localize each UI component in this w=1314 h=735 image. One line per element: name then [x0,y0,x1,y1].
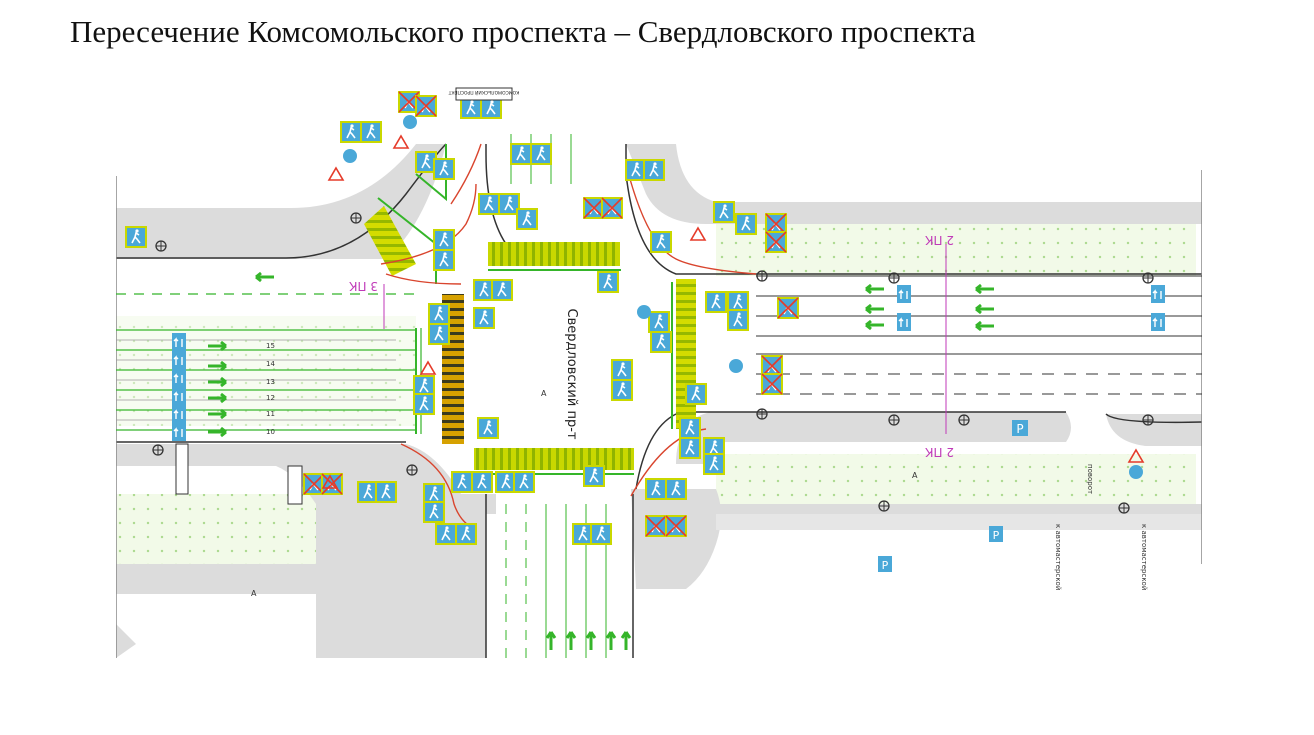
lane-lines-right [756,275,1202,395]
crosswalk-north [488,242,620,266]
side-label-a-2: А [251,589,257,598]
give-way-signs [321,134,1145,489]
lane-direction-sign-icon [1150,284,1166,304]
sidewalk-top-center [626,144,1202,224]
picket-lines [383,244,947,434]
sidewalk-top-left [116,144,446,259]
lane-direction-sign-icon [171,386,187,406]
lane-lines-left [116,293,422,434]
road-edges [116,143,1202,658]
lane-direction-sign-icon [171,332,187,352]
svg-text:14: 14 [266,360,275,368]
green-zone-bottom-left [116,494,316,564]
side-label-auto-1: к автомастерской [1054,524,1062,590]
blue-round-signs [343,115,1143,479]
svg-text:P: P [993,529,1000,542]
street-label-sverdlovsky: Свердловский пр-т [564,309,579,440]
green-zone-top-right [716,218,1196,276]
intersection-map: P P P 3 ПК 2 ПК 2 ПК Свердловский пр-т 1… [116,84,1202,658]
lane-numbers: 15 14 13 12 11 10 [266,342,275,436]
crosswalk-south [474,448,634,470]
picket-label-2-bottom: 2 ПК [925,445,954,459]
svg-text:13: 13 [266,378,275,386]
crosswalk-northwest [364,206,416,276]
svg-text:P: P [882,559,889,572]
svg-text:10: 10 [266,428,275,436]
sidewalk-lower-left [116,564,316,658]
svg-text:P: P [1016,422,1023,436]
side-label-turn: поворот [1086,464,1094,494]
lane-direction-sign-icon [171,422,187,442]
side-label-a-3: А [912,471,918,480]
lane-direction-sign-icon [896,312,912,332]
street-sign-plate-label: КОМСОМОЛЬСКИЙ ПРОСПЕКТ [448,89,519,96]
picket-label-2-top: 2 ПК [925,233,954,247]
lane-lines-left-grey [116,339,396,421]
sidewalk-bottom-center-right [631,489,721,589]
side-label-a-1: А [541,389,547,398]
parking-signs: P P P [878,420,1028,572]
lane-direction-sign-icon [171,404,187,424]
svg-text:11: 11 [266,410,275,418]
lane-direction-sign-icon [896,284,912,304]
svg-text:15: 15 [266,342,275,350]
green-zone-left-strip [116,316,416,426]
page-title: Пересечение Комсомольского проспекта – С… [70,14,976,49]
street-name-plates [175,87,513,505]
sidewalk-bottom-strip [716,514,1202,530]
sidewalk-median-right [676,412,1071,464]
side-label-auto-2: к автомастерской [1140,524,1148,590]
lane-direction-sign-icon [171,350,187,370]
svg-text:12: 12 [266,394,275,402]
lane-direction-sign-icon [1150,312,1166,332]
lane-direction-sign-icon [171,368,187,388]
picket-label-3: 3 ПК [349,279,378,293]
crosswalk-east [676,279,696,429]
lane-sign-group-left [171,332,187,442]
